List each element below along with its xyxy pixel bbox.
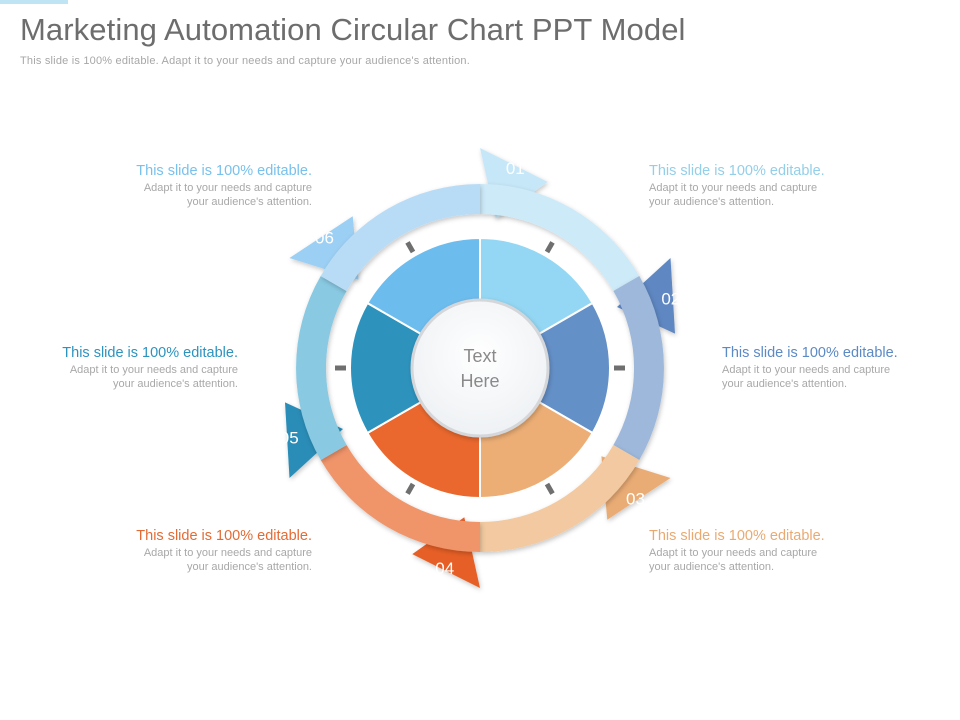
text-block-01: This slide is 100% editable. Adapt it to… bbox=[649, 163, 889, 209]
segment-number-06: 06 bbox=[315, 229, 334, 248]
segment-number-05: 05 bbox=[280, 428, 299, 447]
tick-mark-03 bbox=[544, 482, 555, 495]
inner-ring-layer bbox=[349, 236, 611, 500]
center-circle bbox=[410, 298, 550, 438]
text-block-02: This slide is 100% editable. Adapt it to… bbox=[722, 345, 960, 391]
outer-arc-02 bbox=[613, 276, 664, 460]
numbers-layer: 01 02 03 04 05 06 bbox=[280, 159, 681, 578]
text-block-04: This slide is 100% editable. Adapt it to… bbox=[72, 528, 312, 574]
center-layer: Text Here bbox=[410, 298, 550, 438]
slide-title: Marketing Automation Circular Chart PPT … bbox=[20, 12, 686, 47]
text-block-05: This slide is 100% editable. Adapt it to… bbox=[0, 345, 238, 391]
ticks-layer bbox=[335, 241, 625, 495]
outer-arc-04 bbox=[320, 445, 480, 552]
outer-arc-01 bbox=[480, 184, 640, 291]
segment-number-04: 04 bbox=[435, 559, 454, 578]
tick-mark-01 bbox=[544, 241, 555, 254]
outer-arc-05 bbox=[296, 276, 347, 460]
segment-number-01: 01 bbox=[506, 159, 525, 178]
text-block-06: This slide is 100% editable. Adapt it to… bbox=[72, 163, 312, 209]
segment-number-02: 02 bbox=[661, 290, 680, 309]
text-block-01-heading: This slide is 100% editable. bbox=[649, 163, 825, 179]
segment-number-03: 03 bbox=[626, 490, 645, 509]
text-block-02-heading: This slide is 100% editable. bbox=[722, 345, 898, 361]
tick-mark-06 bbox=[405, 241, 416, 254]
title-accent-bar bbox=[0, 0, 68, 4]
tick-mark-04 bbox=[405, 482, 416, 495]
text-block-04-heading: This slide is 100% editable. bbox=[136, 528, 312, 544]
text-block-03-heading: This slide is 100% editable. bbox=[649, 528, 825, 544]
outer-arc-06 bbox=[320, 184, 480, 291]
outer-arc-03 bbox=[480, 445, 640, 552]
center-text-line-2: Here bbox=[460, 371, 499, 391]
slide-subtitle: This slide is 100% editable. Adapt it to… bbox=[20, 55, 470, 67]
text-block-05-heading: This slide is 100% editable. bbox=[62, 345, 238, 361]
text-block-03: This slide is 100% editable. Adapt it to… bbox=[649, 528, 889, 574]
arcs-layer bbox=[296, 184, 664, 552]
text-block-06-heading: This slide is 100% editable. bbox=[136, 163, 312, 179]
center-text-line-1: Text bbox=[463, 346, 496, 366]
